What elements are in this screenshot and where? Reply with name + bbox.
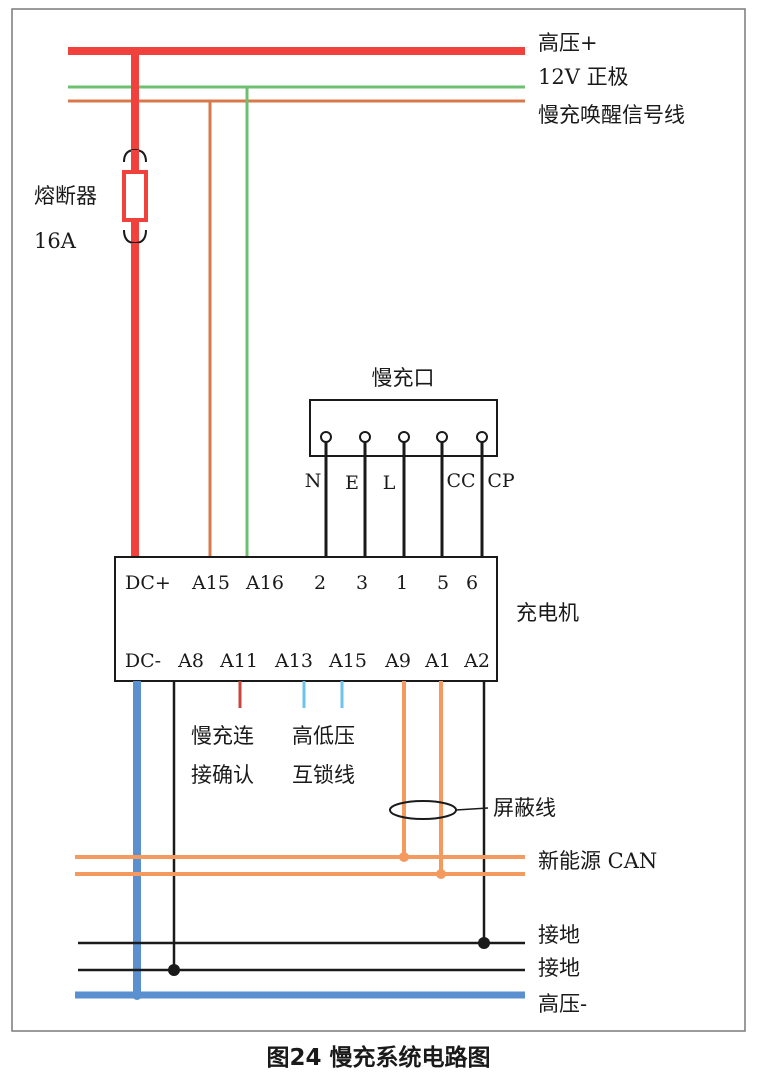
charger-box (114, 556, 498, 682)
charger-pin-a2: A2 (463, 650, 490, 672)
charger-pin-a15-top: A15 (191, 572, 230, 594)
port-pin-l: L (383, 472, 396, 494)
note-interlock-line2: 互锁线 (292, 763, 355, 787)
label-hv-neg: 高压- (538, 992, 587, 1016)
note-shield: 屏蔽线 (493, 796, 556, 820)
label-charger-title: 充电机 (516, 601, 579, 625)
charger-pin-a1: A1 (424, 650, 451, 672)
note-confirm-line2: 接确认 (191, 763, 254, 787)
label-hv-pos: 高压+ (538, 31, 598, 55)
label-port-title: 慢充口 (372, 366, 435, 390)
label-ground-2: 接地 (538, 956, 580, 980)
port-pin-cp: CP (487, 470, 515, 492)
junction-a8-ground (168, 964, 180, 976)
junction-a9-can (399, 852, 409, 862)
port-pin-n: N (305, 470, 322, 492)
port-pin-e: E (345, 472, 359, 494)
charger-pin-a15-bottom: A15 (328, 650, 367, 672)
label-ground-1: 接地 (538, 923, 580, 947)
charger-pin-3: 3 (356, 572, 368, 594)
charger-pin-dc-neg: DC- (125, 650, 161, 672)
diagram-frame (11, 8, 746, 1032)
charger-pin-dc-pos: DC+ (125, 572, 171, 594)
shield-leader (455, 807, 489, 811)
label-slow-wake: 慢充唤醒信号线 (538, 103, 685, 127)
note-confirm-line1: 慢充连 (191, 724, 254, 748)
label-v12-pos: 12V 正极 (538, 65, 629, 89)
note-interlock-line1: 高低压 (292, 724, 355, 748)
label-can: 新能源 CAN (538, 849, 657, 873)
label-fuse-name: 熔断器 (34, 184, 97, 208)
port-pin-cc: CC (446, 470, 475, 492)
charger-pin-a13: A13 (274, 650, 313, 672)
charger-pin-a11: A11 (219, 650, 258, 672)
charger-pin-2: 2 (314, 572, 326, 594)
junction-a1-can (436, 869, 446, 879)
junction-a2-ground (478, 937, 490, 949)
label-fuse-rating: 16A (34, 229, 77, 253)
charger-pin-5: 5 (437, 572, 449, 594)
charger-pin-a9: A9 (384, 650, 411, 672)
fuse-body (122, 170, 148, 222)
charger-pin-a8: A8 (177, 650, 204, 672)
charger-pin-6: 6 (466, 572, 478, 594)
charger-pin-a16: A16 (245, 572, 284, 594)
shield-loop (389, 800, 457, 820)
port-wires (324, 442, 484, 560)
port-terminals (320, 431, 488, 443)
junction-dc-neg (132, 990, 142, 1000)
figure-caption: 图24 慢充系统电路图 (266, 1045, 491, 1071)
charger-pin-1: 1 (396, 572, 408, 594)
